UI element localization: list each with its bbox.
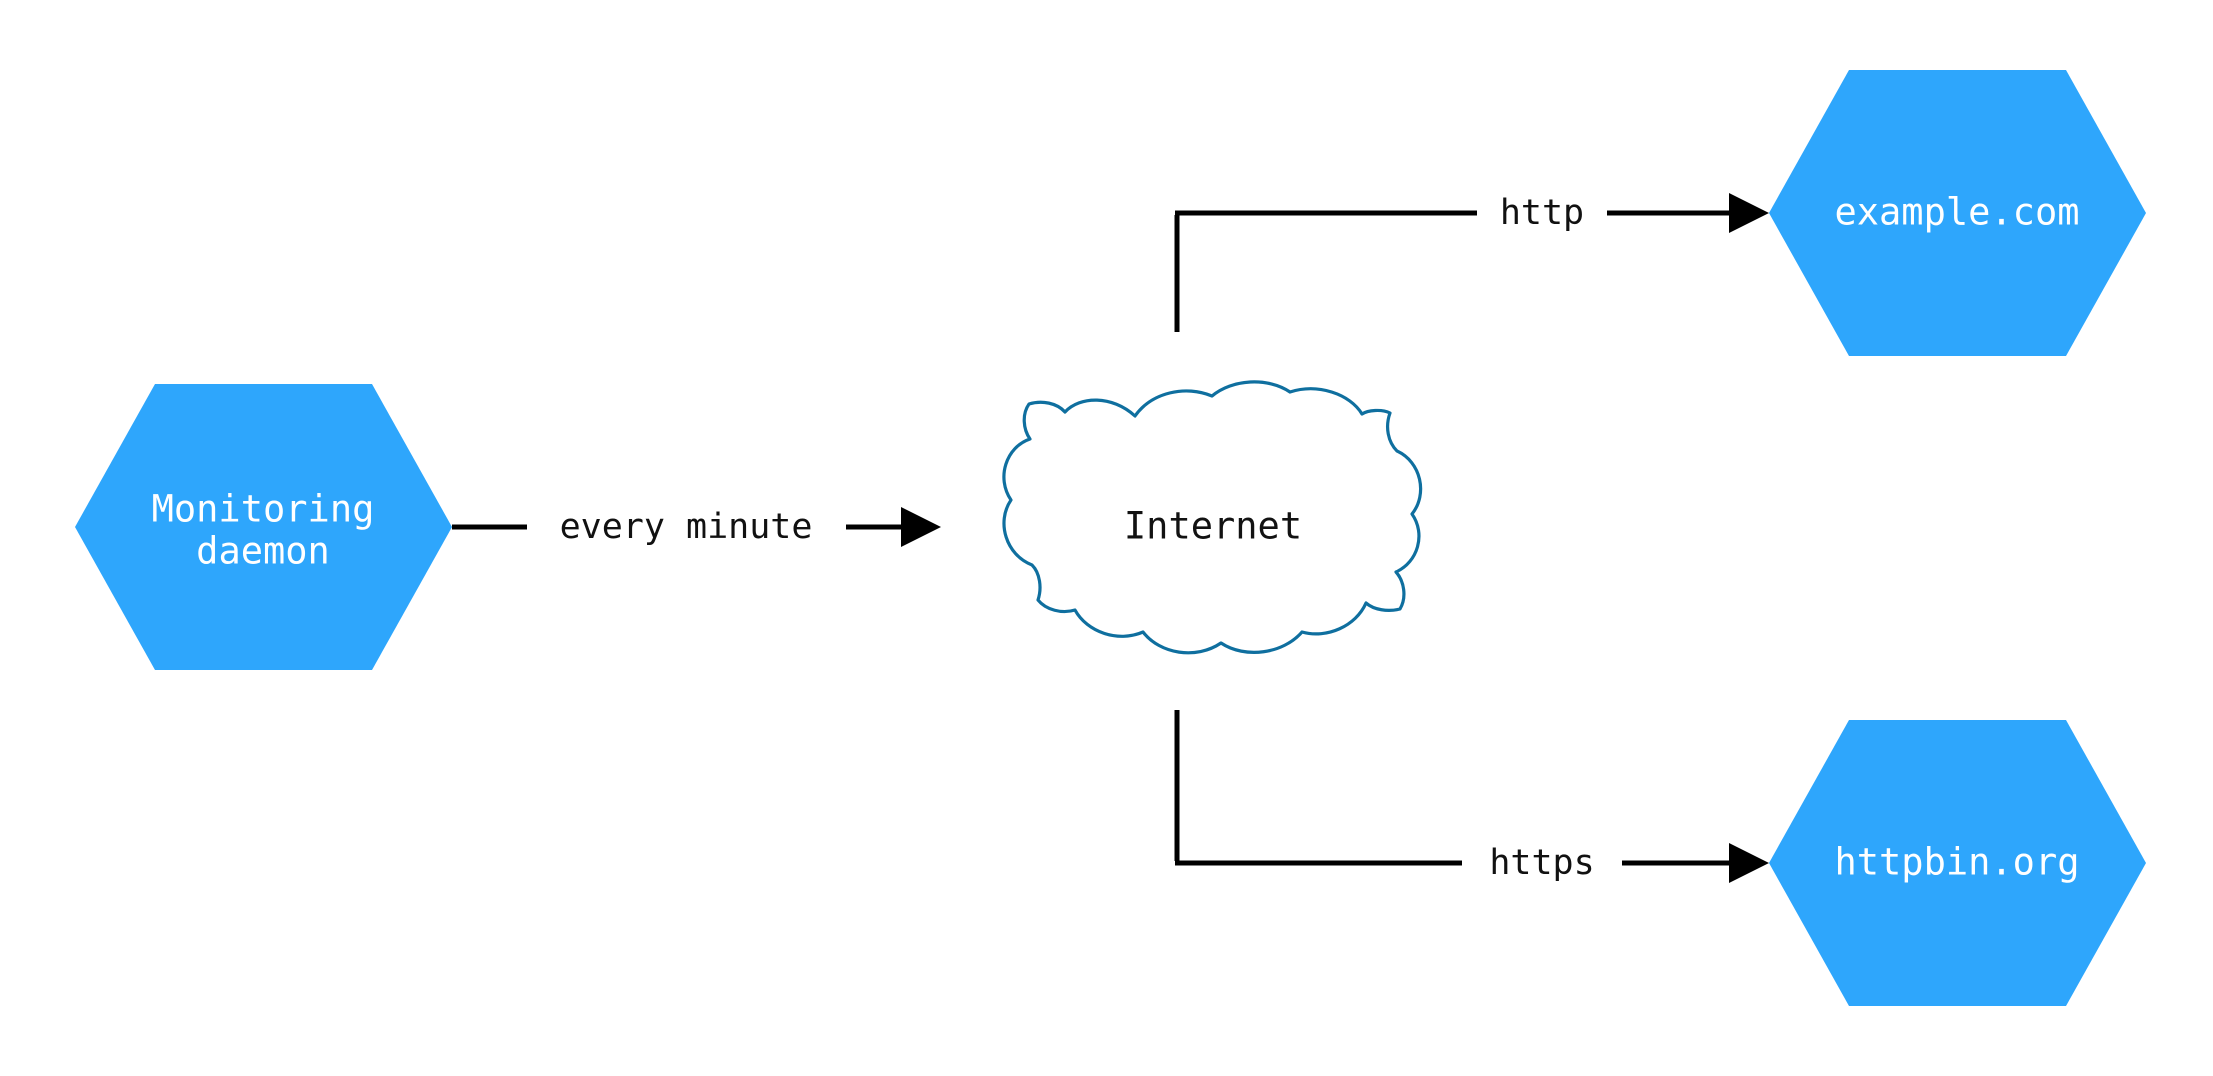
edge-arrowhead-internet-to-httpbin xyxy=(1729,843,1769,883)
hexagon-shape-httpbin-org xyxy=(1769,720,2146,1006)
hexagon-shape-example-com xyxy=(1769,70,2146,356)
edge-daemon-to-internet: every minute xyxy=(452,507,941,547)
node-httpbin-org[interactable]: httpbin.org xyxy=(1769,720,2146,1006)
edge-arrowhead-internet-to-example xyxy=(1729,193,1769,233)
edge-arrowhead-daemon-to-internet xyxy=(901,507,941,547)
edge-label-every-minute: every minute xyxy=(560,507,813,547)
node-label-monitoring-daemon-line2: daemon xyxy=(196,530,330,573)
cloud-shape-internet xyxy=(1002,380,1423,655)
node-internet[interactable]: Internet xyxy=(1002,380,1423,655)
node-monitoring-daemon[interactable]: Monitoring daemon xyxy=(75,384,452,670)
node-label-example-com: example.com xyxy=(1834,191,2079,234)
edge-internet-to-example: http xyxy=(1174,193,1769,332)
node-label-internet: Internet xyxy=(1124,505,1302,548)
edge-label-https: https xyxy=(1489,843,1594,883)
hexagon-shape-monitoring-daemon xyxy=(75,384,452,670)
node-example-com[interactable]: example.com xyxy=(1769,70,2146,356)
edge-label-http: http xyxy=(1500,193,1584,233)
edge-internet-to-httpbin: https xyxy=(1174,710,1769,883)
node-label-monitoring-daemon-line1: Monitoring xyxy=(152,488,375,531)
node-label-httpbin-org: httpbin.org xyxy=(1834,841,2079,884)
